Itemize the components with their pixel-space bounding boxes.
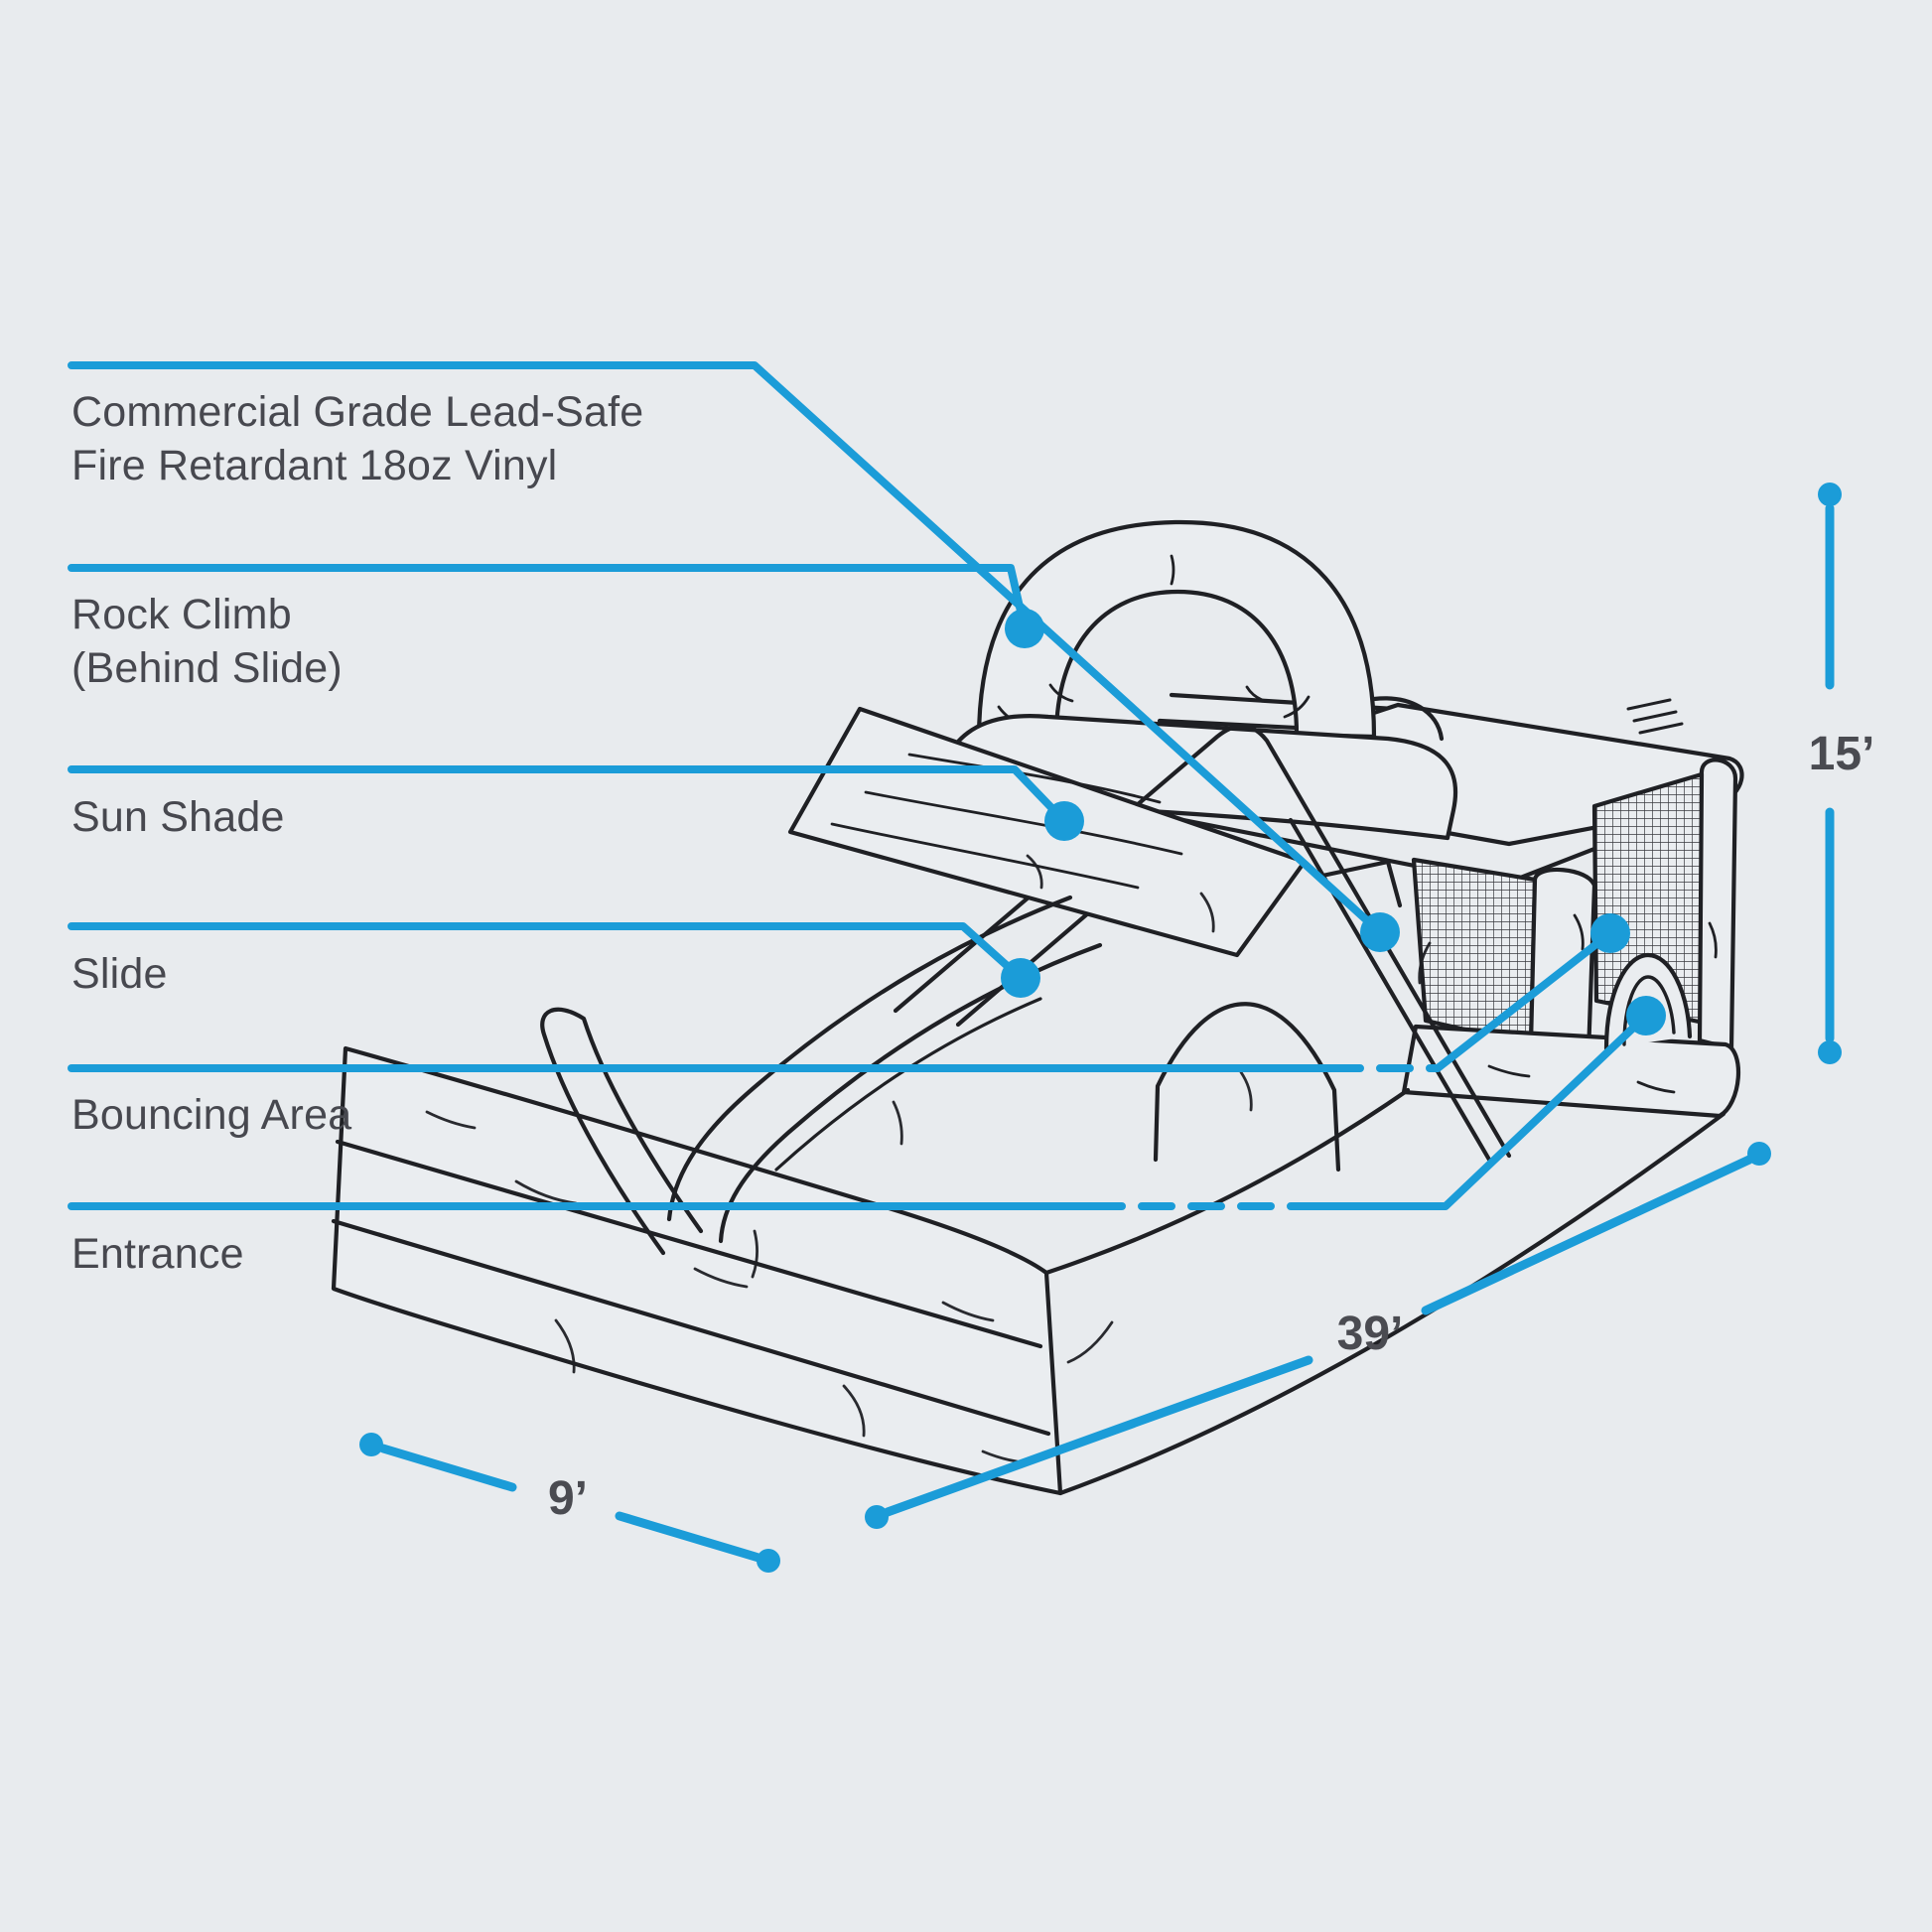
dim-dot [359,1433,383,1456]
dot-bouncing-area [1590,913,1630,953]
callout-label-rock-climb: Rock Climb (Behind Slide) [71,588,343,695]
dim-dot [1818,1040,1842,1064]
connector-bouncing-area-rise [1434,929,1614,1072]
callout-label-slide: Slide [71,947,168,1001]
callout-label-sun-shade: Sun Shade [71,790,285,844]
dimension-length: 39’ [1336,1308,1404,1360]
creases [425,854,1432,1465]
dim-dot [757,1549,780,1573]
connector-vinyl [68,361,1384,936]
callout-label-line: Entrance [71,1230,244,1278]
callout-label-line: Rock Climb [71,591,292,638]
callout-label-entrance: Entrance [71,1227,244,1281]
callout-label-line: Commercial Grade Lead-Safe [71,388,644,436]
connector-slide [68,922,1025,982]
callout-label-vinyl: Commercial Grade Lead-Safe Fire Retardan… [71,385,643,492]
dim-dot [1818,483,1842,506]
dot-slide [1001,958,1040,998]
connector-rock-climb [68,564,1029,632]
arch-behind [1371,696,1445,742]
connector-entrance-rise [1287,1012,1650,1210]
dot-sun-shade [1044,801,1084,841]
dot-vinyl [1360,912,1400,952]
callout-label-line: Sun Shade [71,793,285,841]
rock-climb-arch [976,519,1377,743]
mesh-panel-left [1411,857,1538,1047]
dim-dot [1747,1142,1771,1166]
callout-label-line: Slide [71,950,168,998]
side-bumper [540,1007,704,1256]
center-pillar [1528,867,1597,1057]
connector-sun-shade [68,765,1068,825]
corner-pillar [1697,758,1738,1051]
dimension-width: 9’ [547,1472,589,1525]
dim-line-width [378,1444,763,1563]
callout-label-line: Fire Retardant 18oz Vinyl [71,442,558,489]
dim-dot [865,1505,889,1529]
dimension-height: 15’ [1808,728,1875,780]
dim-line-length [883,1155,1754,1517]
callout-label-line: Bouncing Area [71,1091,352,1139]
dot-rock-climb [1005,609,1044,648]
dot-entrance [1626,996,1666,1035]
callout-label-bouncing-area: Bouncing Area [71,1088,351,1142]
callout-label-line: (Behind Slide) [71,644,343,692]
